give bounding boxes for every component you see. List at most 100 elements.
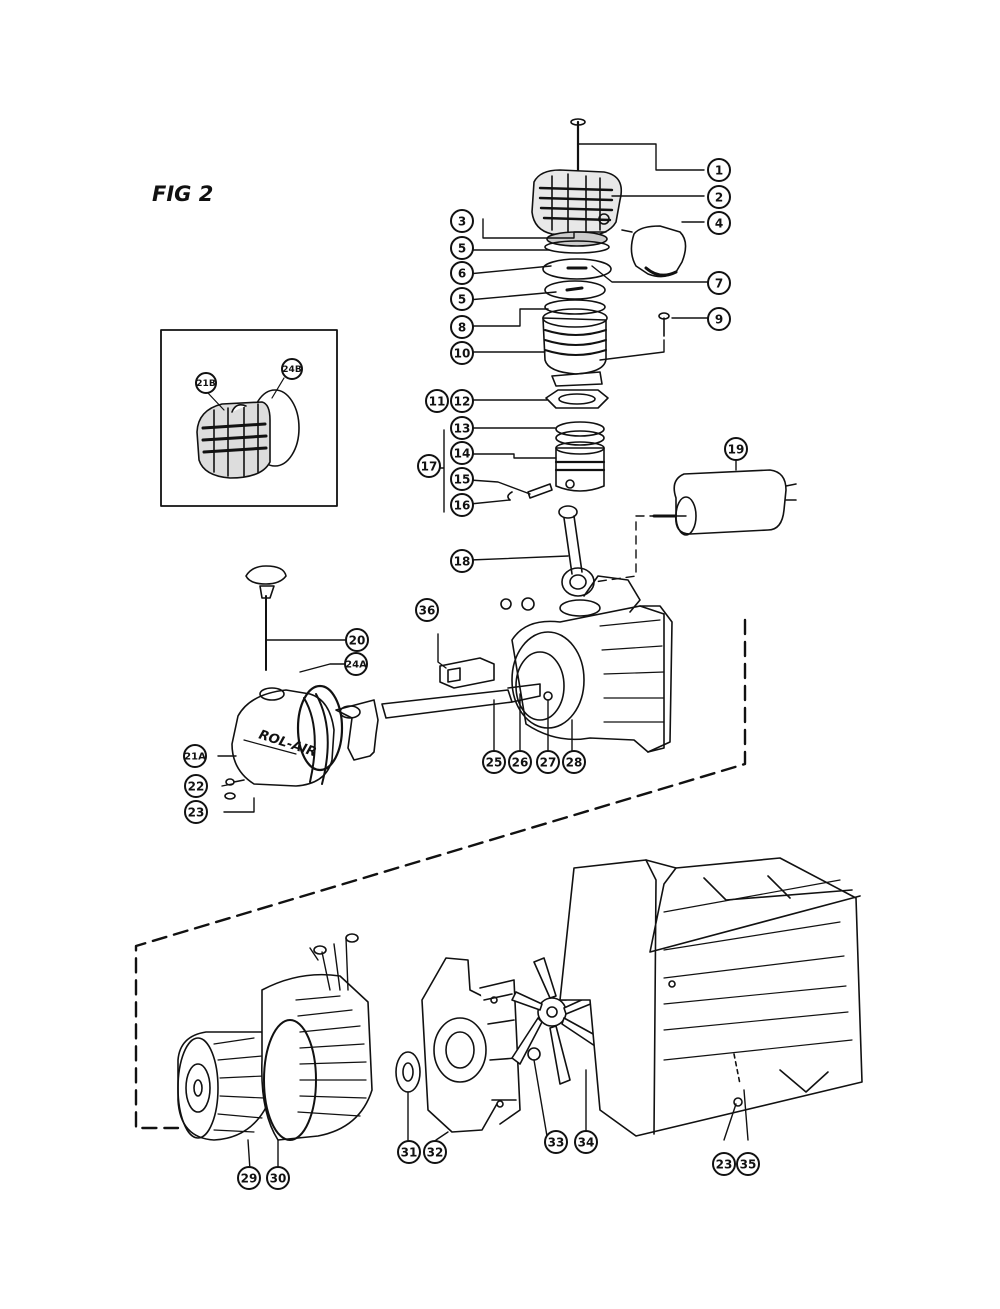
callout-29: 29 — [237, 1166, 261, 1190]
callout-7: 7 — [707, 271, 731, 295]
callout-34: 34 — [574, 1130, 598, 1154]
callout-22: 22 — [184, 774, 208, 798]
callout-number: 20 — [349, 633, 366, 647]
callout-26: 26 — [508, 750, 532, 774]
motor-stator — [261, 933, 373, 1141]
capacitor — [652, 469, 797, 536]
end-bracket — [421, 957, 521, 1133]
callout-27: 27 — [536, 750, 560, 774]
callout-36: 36 — [415, 598, 439, 622]
figure-title: FIG 2 — [152, 182, 214, 206]
callout-5: 5 — [450, 236, 474, 260]
gasket — [545, 389, 609, 409]
callout-23: 23 — [712, 1152, 736, 1176]
callout-circle — [482, 750, 506, 774]
callout-21A: 21A — [183, 744, 207, 768]
callout-19: 19 — [724, 437, 748, 461]
callout-24A: 24A — [344, 652, 368, 676]
callout-circle — [417, 454, 441, 478]
callout-circle — [450, 549, 474, 573]
head-bolt — [570, 118, 586, 174]
callout-number: 36 — [419, 603, 436, 617]
pressure-switch — [439, 657, 495, 689]
callout-number: 28 — [566, 755, 583, 769]
callout-circle — [450, 493, 474, 517]
piston-rings — [555, 421, 605, 446]
dipstick — [245, 565, 287, 671]
callout-23: 23 — [184, 800, 208, 824]
callout-circle — [345, 628, 369, 652]
callout-circle — [562, 750, 586, 774]
callout-number: 10 — [454, 346, 471, 360]
assembly-boundary — [134, 618, 747, 1130]
callout-number: 6 — [458, 266, 466, 280]
valve-plate-stack — [542, 231, 612, 315]
callout-number: 27 — [540, 755, 557, 769]
callout-number: 5 — [458, 292, 466, 306]
connecting-rod — [558, 505, 595, 597]
callout-number: 29 — [241, 1171, 258, 1185]
callout-number: 32 — [427, 1145, 444, 1159]
cylinder-bolt — [658, 312, 670, 337]
wrist-pin — [507, 483, 553, 501]
callout-circle — [397, 1140, 421, 1164]
callout-8: 8 — [450, 315, 474, 339]
callout-28: 28 — [562, 750, 586, 774]
callout-number: 24A — [345, 660, 367, 671]
callout-circle — [450, 441, 474, 465]
callout-circle — [707, 211, 731, 235]
side-cover — [231, 684, 344, 787]
shroud-housing — [559, 857, 863, 1137]
callout-12: 12 — [450, 389, 474, 413]
crankcase — [511, 575, 673, 753]
callout-3: 3 — [450, 209, 474, 233]
callout-number: 22 — [188, 779, 205, 793]
callout-circle — [266, 1166, 290, 1190]
callout-15: 15 — [450, 467, 474, 491]
callout-5: 5 — [450, 287, 474, 311]
callout-number: 12 — [454, 394, 471, 408]
callout-circle — [450, 315, 474, 339]
callout-number: 33 — [548, 1135, 565, 1149]
callout-circle — [508, 750, 532, 774]
callout-circle — [450, 416, 474, 440]
callout-18: 18 — [450, 549, 474, 573]
callout-32: 32 — [423, 1140, 447, 1164]
callout-circle — [281, 358, 303, 380]
callout-number: 15 — [454, 472, 471, 486]
callout-circle — [712, 1152, 736, 1176]
callout-number: 21A — [184, 752, 206, 763]
callout-4: 4 — [707, 211, 731, 235]
callout-number: 4 — [715, 216, 723, 230]
callout-30: 30 — [266, 1166, 290, 1190]
callout-circle — [450, 341, 474, 365]
callout-16: 16 — [450, 493, 474, 517]
callout-circle — [736, 1152, 760, 1176]
callout-number: 16 — [454, 498, 471, 512]
callout-circle — [415, 598, 439, 622]
callout-35: 35 — [736, 1152, 760, 1176]
callout-number: 3 — [458, 214, 466, 228]
crankshaft — [335, 683, 553, 761]
callout-circle — [536, 750, 560, 774]
cylinder — [542, 308, 608, 387]
callout-number: 7 — [715, 276, 723, 290]
callout-circle — [425, 389, 449, 413]
callout-circle — [707, 271, 731, 295]
callout-circle — [724, 437, 748, 461]
nut-washer — [500, 597, 535, 611]
callout-number: 11 — [429, 394, 446, 408]
callout-number: 35 — [740, 1157, 757, 1171]
callout-number: 17 — [421, 459, 438, 473]
callout-circle — [183, 744, 207, 768]
callout-circle — [544, 1130, 568, 1154]
callout-circle — [450, 467, 474, 491]
callout-31: 31 — [397, 1140, 421, 1164]
callout-10: 10 — [450, 341, 474, 365]
callout-circle — [237, 1166, 261, 1190]
callout-number: 23 — [188, 805, 205, 819]
callout-number: 31 — [401, 1145, 418, 1159]
callout-number: 34 — [578, 1135, 595, 1149]
